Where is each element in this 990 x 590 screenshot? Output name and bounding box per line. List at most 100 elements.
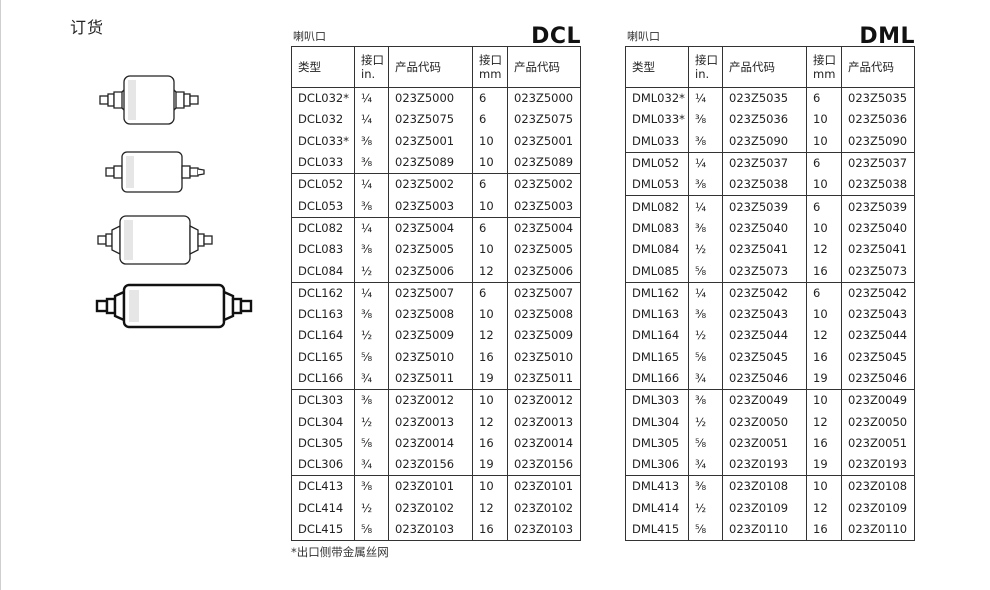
table-header-row: 类型 接口 in. 产品代码 接口 mm 产品代码 xyxy=(625,46,915,88)
cell-type: DML052 xyxy=(625,152,689,175)
cell-connection-in: ½ xyxy=(688,325,723,347)
cell-product-code-mm: 023Z5073 xyxy=(841,260,915,283)
cell-product-code-mm: 023Z5011 xyxy=(507,367,581,391)
cell-connection-in: ⅜ xyxy=(688,303,723,326)
cell-connection-mm: 19 xyxy=(472,367,508,391)
cell-type: DML053 xyxy=(625,174,689,197)
filter-drier-small-image xyxy=(98,70,202,128)
cell-type: DCL053 xyxy=(291,195,355,218)
table-caption: 喇叭口 xyxy=(293,30,326,43)
cell-connection-mm: 10 xyxy=(472,130,508,152)
cell-type: DCL413 xyxy=(291,475,355,498)
cell-connection-mm: 12 xyxy=(806,411,842,433)
cell-connection-mm: 16 xyxy=(472,518,508,541)
cell-type: DCL303 xyxy=(291,389,355,412)
cell-connection-mm: 10 xyxy=(472,389,508,412)
cell-connection-mm: 6 xyxy=(472,282,508,304)
cell-product-code: 023Z5037 xyxy=(722,152,807,175)
cell-connection-mm: 16 xyxy=(806,346,842,368)
cell-connection-mm: 12 xyxy=(472,497,508,519)
cell-type: DML162 xyxy=(625,282,689,304)
cell-connection-in: ⅜ xyxy=(354,389,389,412)
cell-connection-in: ⅜ xyxy=(354,130,389,152)
cell-connection-mm: 16 xyxy=(472,346,508,368)
cell-type: DCL165 xyxy=(291,346,355,368)
col-header-connection-in: 接口 in. xyxy=(354,46,389,88)
cell-connection-in: ¼ xyxy=(688,87,723,110)
product-series-title: DML xyxy=(859,24,915,49)
cell-product-code: 023Z5046 xyxy=(722,367,807,391)
cell-product-code-mm: 023Z5043 xyxy=(848,307,908,322)
cell-connection-in: ⅝ xyxy=(354,346,389,368)
cell-product-code: 023Z5040 xyxy=(722,217,807,240)
cell-connection-in: ⅜ xyxy=(688,475,723,498)
cell-connection-mm: 16 xyxy=(472,432,508,455)
cell-connection-mm: 10 xyxy=(806,217,842,240)
cell-product-code-mm: 023Z0108 xyxy=(848,479,908,494)
cell-product-code-mm: 023Z5000 xyxy=(514,91,574,106)
cell-product-code-mm: 023Z0102 xyxy=(514,500,574,515)
col-header-product-code: 产品代码 xyxy=(388,46,473,88)
cell-product-code-mm: 023Z5090 xyxy=(841,130,915,153)
cell-product-code: 023Z0012 xyxy=(388,389,473,412)
cell-product-code-mm: 023Z5089 xyxy=(507,151,581,175)
cell-connection-in: ¾ xyxy=(354,454,389,477)
cell-product-code-mm: 023Z5042 xyxy=(848,285,908,300)
cell-type: DCL414 xyxy=(291,497,355,519)
cell-connection-mm: 12 xyxy=(806,239,842,261)
cell-connection-mm: 10 xyxy=(472,151,508,175)
cell-connection-in: ⅜ xyxy=(688,217,723,240)
cell-product-code-mm: 023Z5035 xyxy=(848,91,908,106)
cell-type: DML083 xyxy=(625,217,689,240)
cell-product-code-mm: 023Z0109 xyxy=(848,500,908,515)
cell-product-code: 023Z5011 xyxy=(388,367,473,391)
dcl-table-header: 喇叭口 DCL xyxy=(291,18,581,49)
cell-product-code: 023Z5008 xyxy=(388,303,473,326)
cell-product-code-mm: 023Z5002 xyxy=(514,177,574,192)
cell-connection-in: ⅜ xyxy=(354,239,389,261)
cell-product-code-mm: 023Z5036 xyxy=(848,112,908,127)
dcl-table-block: 喇叭口 DCL 类型 接口 in. 产品代码 接口 mm 产品代码 DCL032… xyxy=(291,18,581,542)
cell-type: DML164 xyxy=(625,325,689,347)
cell-connection-mm: 6 xyxy=(806,87,842,110)
cell-product-code-mm: 023Z0051 xyxy=(848,435,908,450)
cell-connection-in: ⅜ xyxy=(688,389,723,412)
cell-connection-in: ¼ xyxy=(354,109,389,131)
cell-product-code-mm: 023Z0103 xyxy=(514,522,574,537)
cell-type: DCL084 xyxy=(291,260,355,283)
cell-product-code: 023Z5036 xyxy=(722,109,807,131)
cell-product-code: 023Z5075 xyxy=(388,109,473,131)
cell-connection-mm: 10 xyxy=(472,475,508,498)
cell-product-code-mm: 023Z0050 xyxy=(848,414,908,429)
cell-type: DML304 xyxy=(625,411,689,433)
cell-product-code-mm: 023Z0049 xyxy=(848,393,908,408)
cell-connection-mm: 12 xyxy=(806,497,842,519)
cell-product-code-mm: 023Z5009 xyxy=(514,328,574,343)
cell-connection-in: ⅜ xyxy=(354,303,389,326)
cell-type: DML305 xyxy=(625,432,689,455)
cell-connection-in: ⅜ xyxy=(688,174,723,197)
cell-connection-in: ½ xyxy=(354,260,389,283)
cell-connection-mm: 10 xyxy=(806,475,842,498)
cell-connection-mm: 10 xyxy=(472,239,508,261)
col-header-type: 类型 xyxy=(291,46,355,88)
cell-connection-in: ⅝ xyxy=(688,346,723,368)
cell-type: DML166 xyxy=(625,367,689,391)
table-header-row: 类型 接口 in. 产品代码 接口 mm 产品代码 xyxy=(291,46,581,88)
cell-product-code: 023Z5005 xyxy=(388,239,473,261)
cell-product-code-mm: 023Z5045 xyxy=(848,349,908,364)
cell-type: DCL052 xyxy=(291,173,355,196)
